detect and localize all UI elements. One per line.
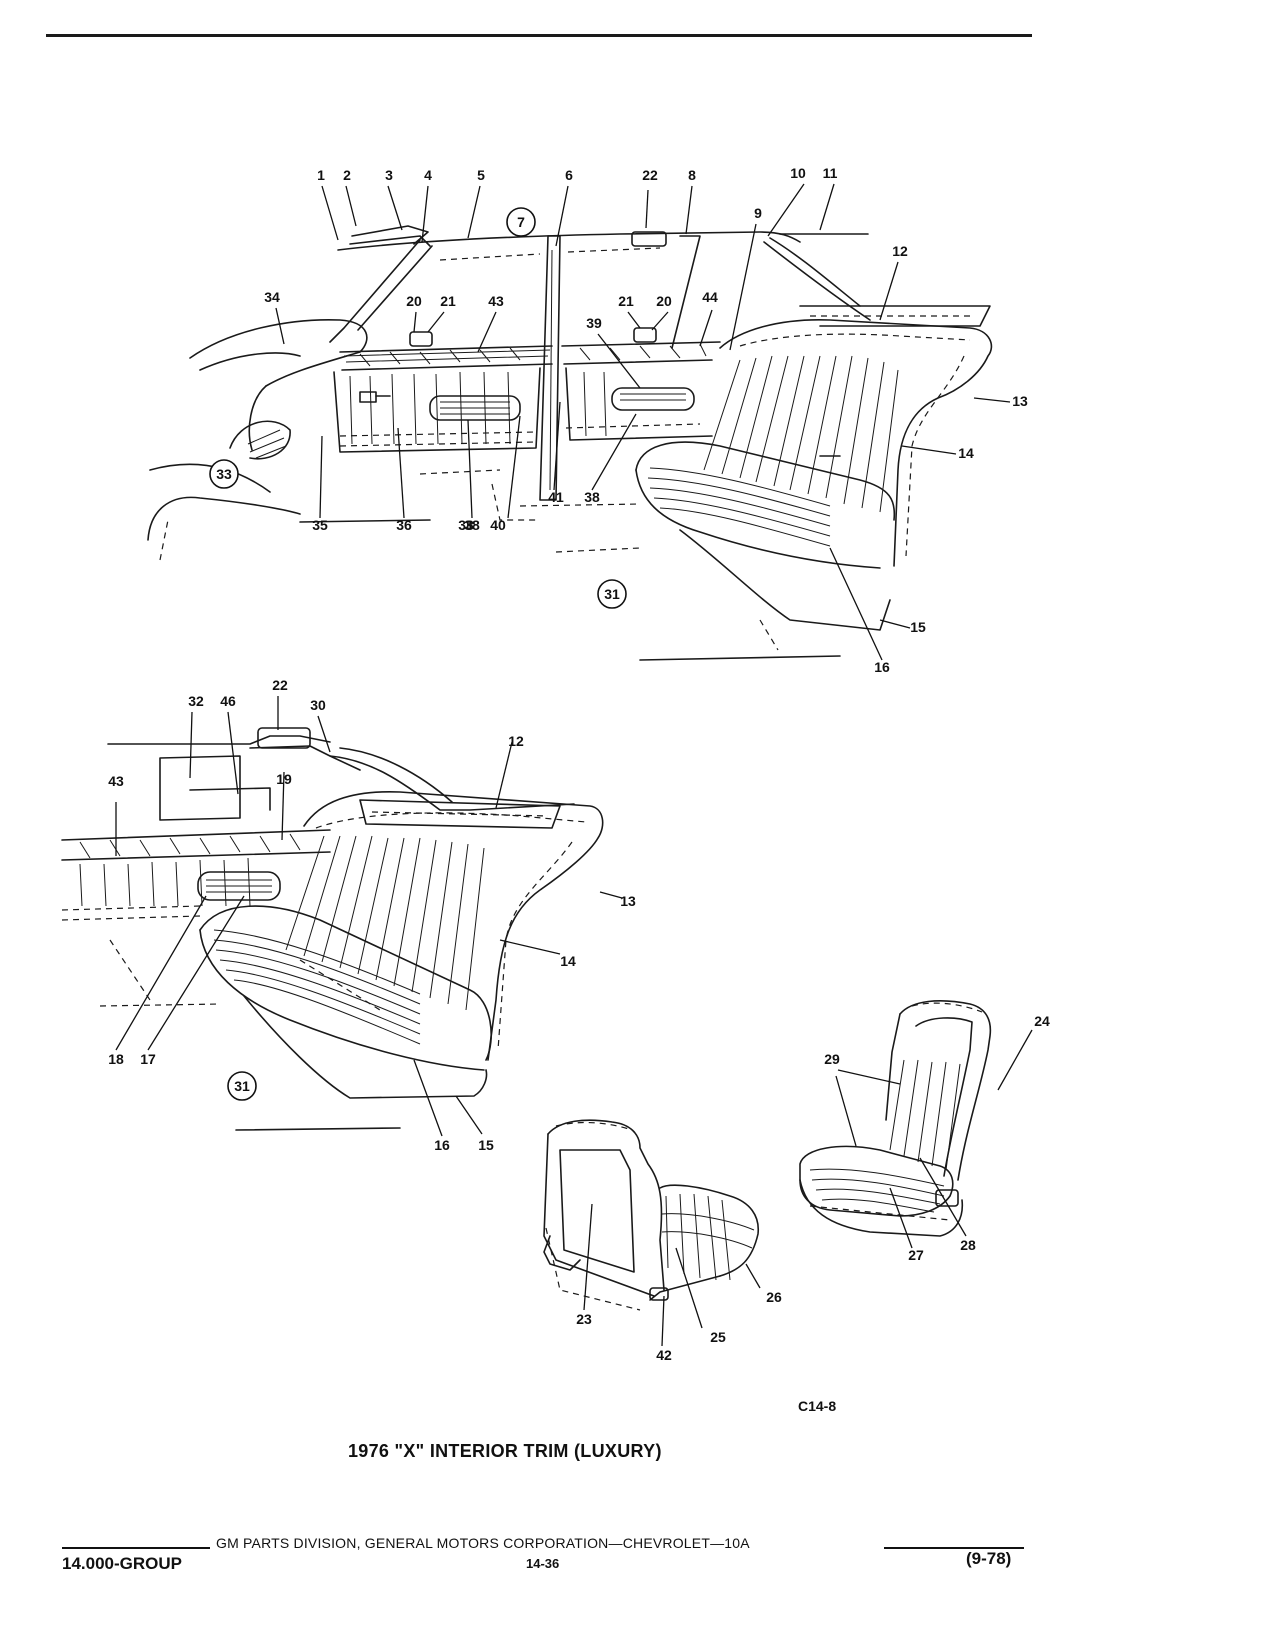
circled-callout-31: 31 [227,1071,257,1101]
callout-38: 38 [458,517,474,533]
callout-39: 39 [586,315,602,331]
callout-43: 43 [488,293,504,309]
figure-title: 1976 "X" INTERIOR TRIM (LUXURY) [348,1441,662,1461]
callout-32: 32 [188,693,204,709]
callout-21: 21 [618,293,634,309]
callout-27: 27 [908,1247,924,1263]
callout-16: 16 [434,1137,450,1153]
callout-11: 11 [823,165,838,181]
callout-22: 22 [642,167,658,183]
callout-10: 10 [790,165,806,181]
callout-13: 13 [620,893,636,909]
callout-15: 15 [478,1137,494,1153]
callout-4: 4 [424,167,432,183]
callout-circle [506,207,536,237]
callout-2: 2 [343,167,351,183]
footer-date: (9-78) [966,1549,1012,1568]
circled-callout-33: 33 [209,459,239,489]
callout-46: 46 [220,693,236,709]
callout-22: 22 [272,677,288,693]
callout-3: 3 [385,167,393,183]
callout-20: 20 [406,293,422,309]
callout-12: 12 [892,243,908,259]
callout-14: 14 [958,445,974,461]
callout-15: 15 [910,619,926,635]
callout-24: 24 [1034,1013,1050,1029]
callout-28: 28 [960,1237,976,1253]
callout-19: 19 [276,771,292,787]
footer-rule-right [884,1547,1024,1549]
callout-40: 40 [490,517,506,533]
callout-38: 38 [584,489,600,505]
callout-31: 31 [604,586,620,602]
footer-rule [62,1547,1024,1549]
callout-7: 7 [517,214,525,230]
callout-circle [209,459,239,489]
callout-circle [597,579,627,609]
footer-page-number: 14-36 [526,1556,560,1571]
callout-34: 34 [264,289,280,305]
callout-30: 30 [310,697,326,713]
footer-rule-left [62,1547,210,1549]
bucket-seat-front-leaders [835,1029,1033,1249]
bucket-seat-rear-view [543,1119,759,1311]
callout-circle [227,1071,257,1101]
bucket-seat-rear-leaders [583,1203,761,1347]
top-rule [46,34,1032,37]
footer-credit: GM PARTS DIVISION, GENERAL MOTORS CORPOR… [216,1535,750,1551]
callout-8: 8 [688,167,696,183]
callout-21: 21 [440,293,456,309]
upper-leader-lines [275,183,1011,661]
callout-6: 6 [565,167,573,183]
circled-callout-31: 31 [597,579,627,609]
callout-43: 43 [108,773,124,789]
callout-16: 16 [874,659,890,675]
callout-9: 9 [754,205,762,221]
callout-25: 25 [710,1329,726,1345]
lower-left-leader-lines [115,696,623,1137]
callout-12: 12 [508,733,524,749]
callout-33: 33 [216,466,232,482]
callout-44: 44 [702,289,718,305]
callout-17: 17 [140,1051,156,1067]
callout-31: 31 [234,1078,250,1094]
callout-20: 20 [656,293,672,309]
callout-13: 13 [1012,393,1028,409]
callout-29: 29 [824,1051,840,1067]
callout-38: 38 [464,517,480,533]
callout-42: 42 [656,1347,672,1363]
upper-interior-view [147,225,993,661]
callout-5: 5 [477,167,485,183]
callout-26: 26 [766,1289,782,1305]
callout-18: 18 [108,1051,124,1067]
circled-callout-7: 7 [506,207,536,237]
lower-rear-seat-view [61,727,604,1131]
figure-code: C14-8 [798,1398,837,1414]
callout-41: 41 [548,489,564,505]
footer-group-number: 14.000-GROUP [62,1554,182,1573]
callout-36: 36 [396,517,412,533]
callout-23: 23 [576,1311,592,1327]
callout-35: 35 [312,517,328,533]
callout-1: 1 [317,167,325,183]
bucket-seat-front-view [799,1000,992,1237]
callout-14: 14 [560,953,576,969]
